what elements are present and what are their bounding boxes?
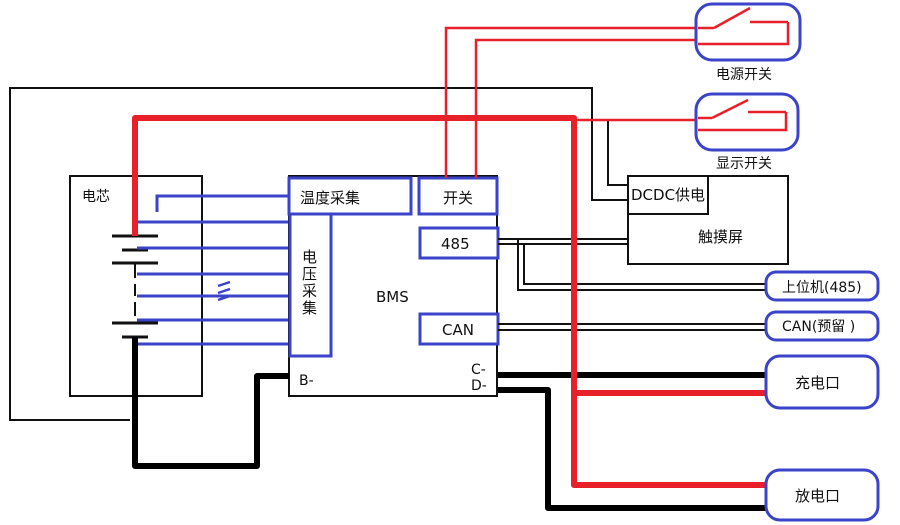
switch-label: 开关 <box>443 189 473 207</box>
voltage-sampling-char-2: 压 <box>302 265 317 283</box>
can-bus-wires <box>498 323 766 331</box>
can-reserved-box <box>764 310 880 342</box>
power-switch-label: 电源开关 <box>716 67 772 83</box>
more-cells-icon <box>217 280 231 302</box>
display-switch-label: 显示开关 <box>716 156 772 172</box>
voltage-sampling-char-3: 采 <box>302 282 317 300</box>
voltage-sampling-char-1: 电 <box>302 248 317 266</box>
switch-block <box>417 176 499 216</box>
host-485-box <box>764 270 880 302</box>
c-minus-label: C- <box>471 362 486 378</box>
discharge-port-label: 放电口 <box>795 487 840 505</box>
dcdc-label: DCDC供电 <box>631 186 705 204</box>
can-block <box>418 312 500 346</box>
voltage-sampling-block <box>288 212 333 358</box>
temp-sampling-block <box>287 176 413 216</box>
voltage-sampling-char-4: 集 <box>302 299 317 317</box>
temp-sampling-label: 温度采集 <box>300 189 360 207</box>
discharge-port-box <box>764 468 880 522</box>
touchscreen-label: 触摸屏 <box>698 228 743 246</box>
negative-power-wires <box>132 337 766 511</box>
dcdc-supply-wire <box>9 87 628 421</box>
charge-port-label: 充电口 <box>795 374 840 392</box>
power-switch-box <box>694 2 802 62</box>
dcdc-block <box>627 175 709 215</box>
cell-label: 电芯 <box>82 189 110 205</box>
display-switch-icon <box>698 98 788 132</box>
power-switch-icon <box>698 6 790 46</box>
positive-power-wires <box>132 115 766 488</box>
b-minus-label: B- <box>299 373 314 389</box>
display-switch-box <box>694 92 800 152</box>
can-reserved-label: CAN(预留 ) <box>782 319 855 335</box>
port-485-label: 485 <box>441 235 470 253</box>
bms-label: BMS <box>376 288 409 306</box>
host-485-label: 上位机(485) <box>782 280 862 296</box>
can-label: CAN <box>442 321 474 339</box>
rs485-bus-wires <box>498 238 766 291</box>
voltage-sense-wires <box>137 194 290 346</box>
port-485-block <box>418 226 500 260</box>
charge-port-box <box>764 354 880 410</box>
d-minus-label: D- <box>471 378 487 394</box>
